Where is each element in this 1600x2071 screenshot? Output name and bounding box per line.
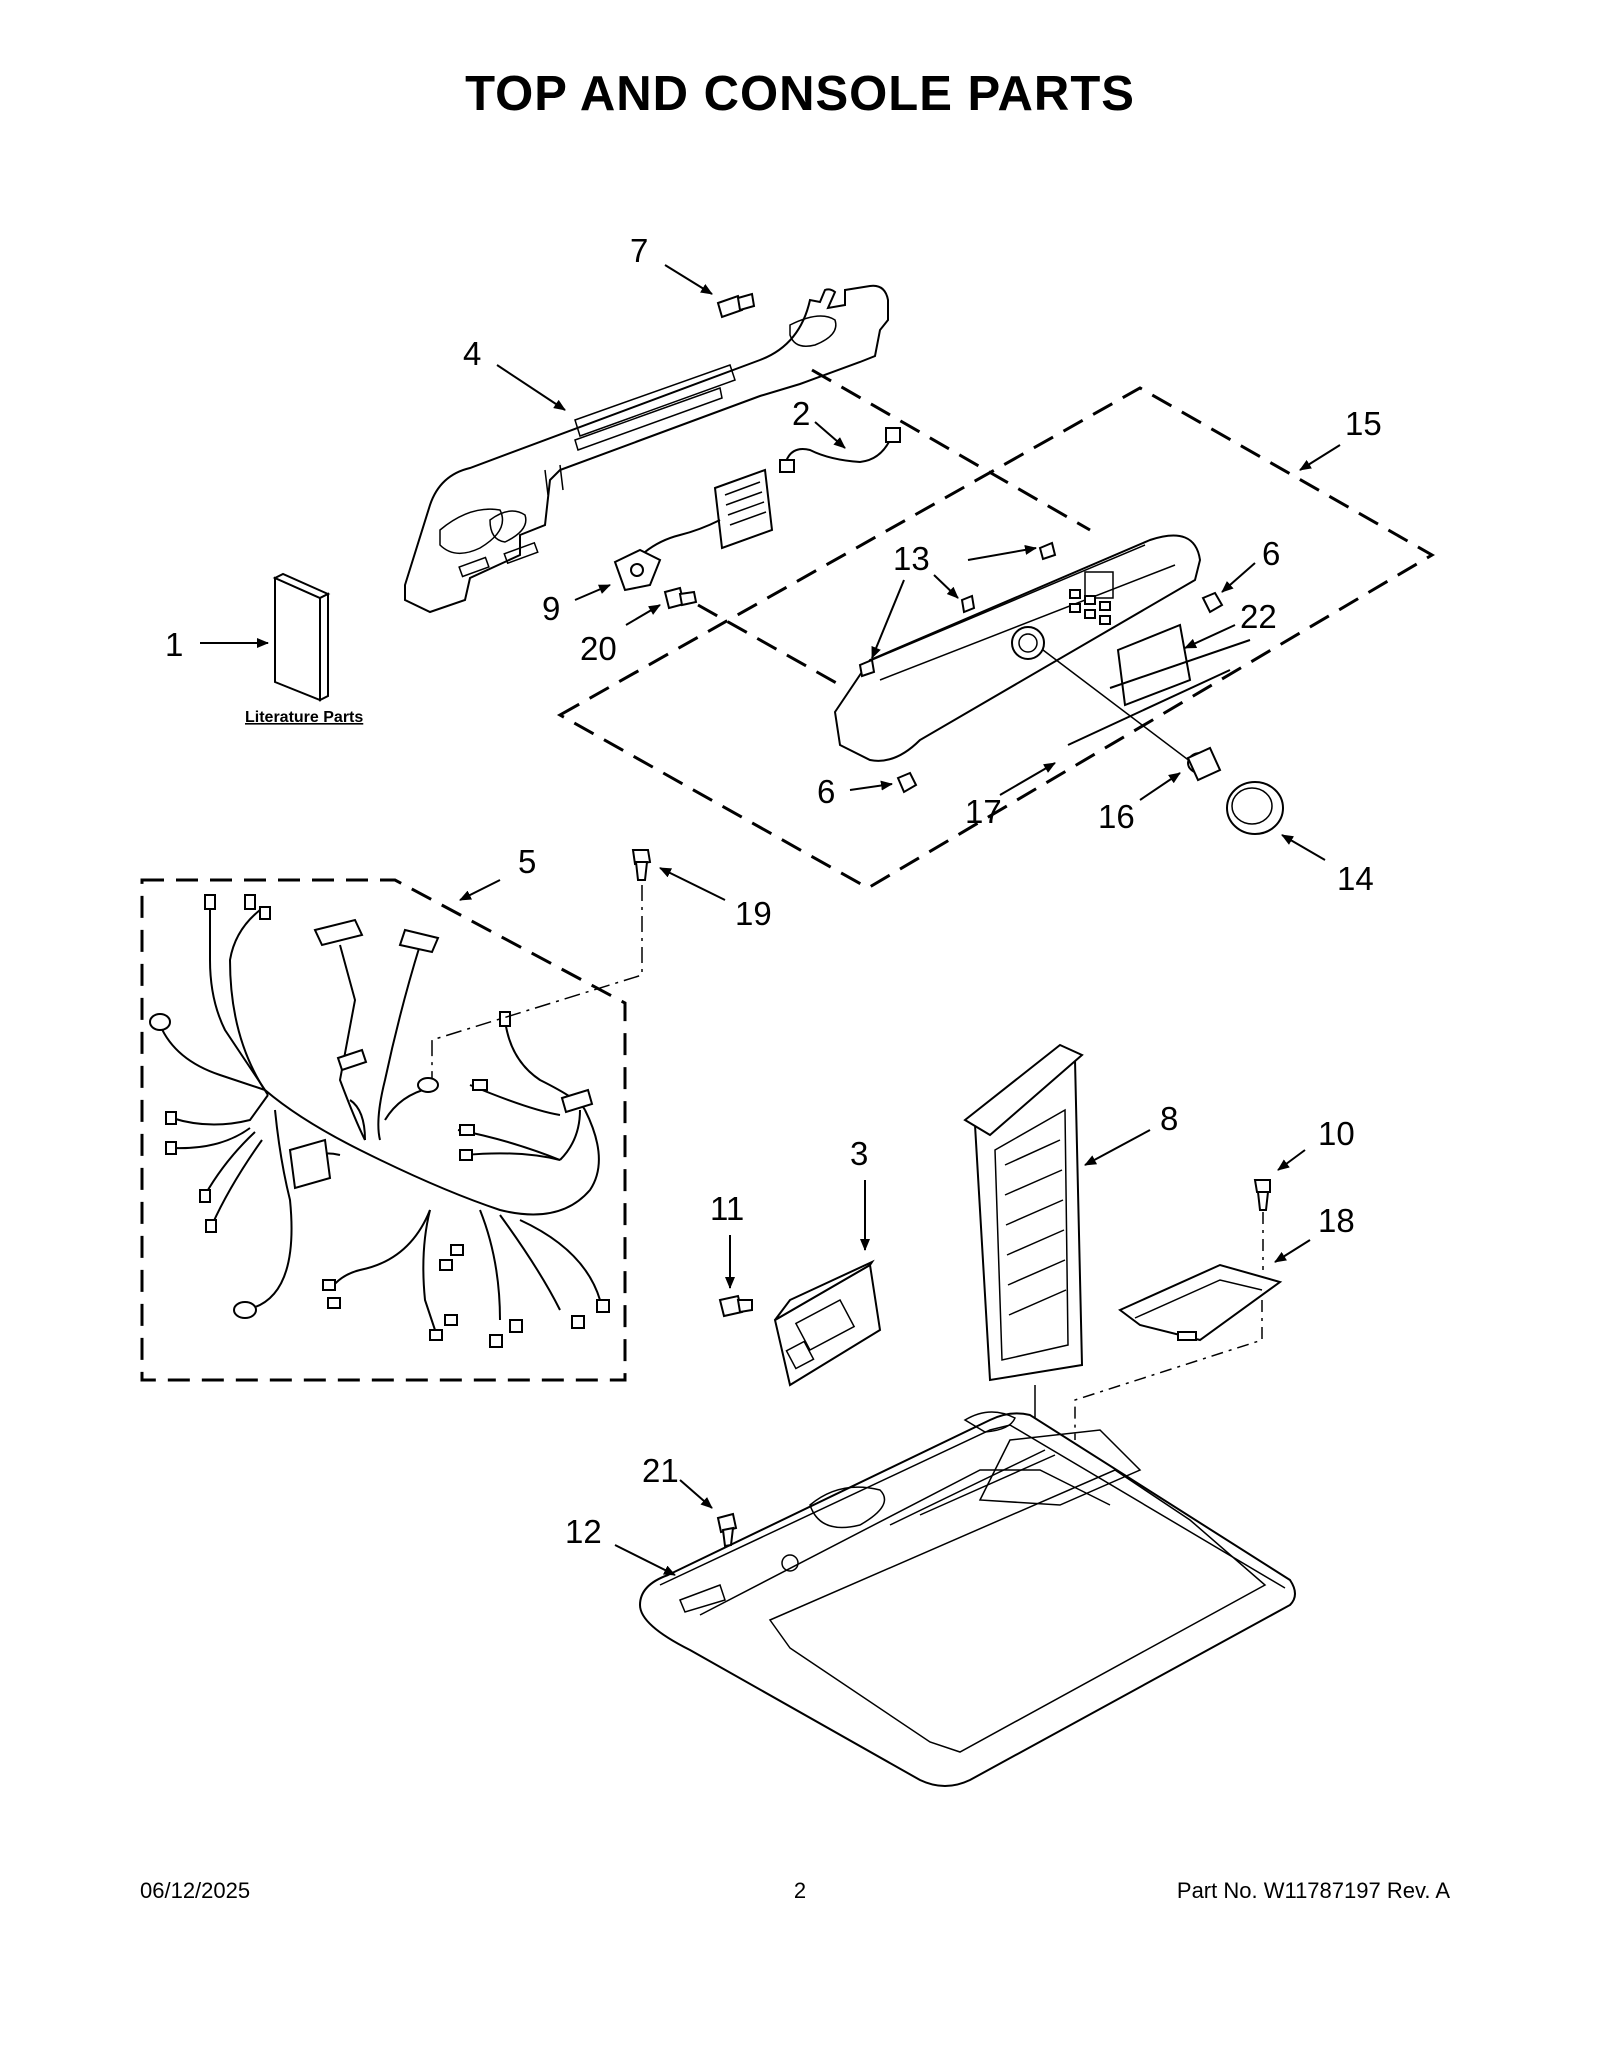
callout-20: 20 (580, 630, 617, 667)
rod-22 (1109, 639, 1251, 689)
arrow-12 (614, 1544, 676, 1576)
arrow-8 (1084, 1129, 1151, 1166)
callout-8: 8 (1160, 1100, 1178, 1137)
callout-19: 19 (735, 895, 772, 932)
arrow-9 (574, 584, 611, 601)
light-pipe-17 (1067, 669, 1231, 746)
arrow-2 (814, 421, 846, 449)
callout-4: 4 (463, 335, 481, 372)
control-board-3 (773, 1259, 882, 1387)
control-buttons (1069, 589, 1111, 625)
screw-19 (631, 849, 652, 881)
clip-6-upper (1201, 591, 1224, 614)
arrow-7 (664, 264, 713, 295)
callout-12: 12 (565, 1513, 602, 1550)
arrow-17 (999, 762, 1056, 796)
callout-7: 7 (630, 232, 648, 269)
harness-outline-5 (140, 878, 627, 1382)
arrow-5 (459, 879, 501, 901)
leader-18 (1074, 1300, 1263, 1440)
arrow-13b (933, 574, 959, 599)
literature-parts-booklet: Literature Parts (245, 572, 363, 726)
leader-19 (431, 885, 643, 1078)
arrow-19 (659, 867, 726, 901)
lint-cover-18 (1118, 1263, 1283, 1342)
callout-21: 21 (642, 1452, 679, 1489)
callout-6-lower: 6 (817, 773, 835, 810)
screw-10 (1253, 1179, 1271, 1211)
footer-part-number: Part No. W11787197 Rev. A (1176, 1878, 1450, 1903)
callout-9: 9 (542, 590, 560, 627)
assembly-outline-15 (556, 386, 1435, 890)
leader-20 (697, 603, 841, 687)
callout-3: 3 (850, 1135, 868, 1172)
console-panel (404, 284, 889, 614)
selector-knob-opening (1011, 626, 1045, 660)
arrow-21 (679, 1479, 713, 1509)
arrow-13c (967, 544, 1037, 561)
wire-harness-2 (779, 427, 901, 473)
footer-page-number: 2 (793, 1878, 807, 1903)
harness-connectors (165, 894, 610, 1348)
callout-15: 15 (1345, 405, 1382, 442)
arrow-18 (1274, 1239, 1311, 1263)
clips-13 (858, 541, 1057, 678)
callout-1: 1 (165, 626, 183, 663)
arrow-6-lower (849, 780, 893, 791)
arrow-4 (496, 364, 566, 411)
callout-13: 13 (893, 540, 930, 577)
arrow-10 (1277, 1149, 1306, 1171)
console-control-panel (833, 534, 1202, 762)
footer-date: 06/12/2025 (140, 1878, 251, 1903)
knob-14 (1226, 781, 1284, 835)
arrow-15 (1299, 444, 1341, 471)
knob-axis-line (1042, 649, 1196, 766)
arrow-16 (1139, 772, 1181, 801)
callout-5: 5 (518, 843, 536, 880)
callout-17: 17 (965, 793, 1002, 830)
lint-screen-8 (963, 1043, 1084, 1382)
callout-6-upper: 6 (1262, 535, 1280, 572)
arrow-13a (871, 579, 905, 659)
callout-10: 10 (1318, 1115, 1355, 1152)
page-title: TOP AND CONSOLE PARTS (465, 67, 1135, 121)
leader-4 (811, 368, 1091, 532)
callout-14: 14 (1337, 860, 1374, 897)
literature-parts-label: Literature Parts (245, 709, 363, 726)
arrow-20 (625, 604, 661, 626)
screw-11 (718, 1294, 753, 1318)
arrow-6-upper (1221, 562, 1256, 593)
screw-20 (663, 586, 698, 610)
knob-shaft-16 (1186, 746, 1222, 782)
screw-21 (716, 1512, 738, 1548)
callout-18: 18 (1318, 1202, 1355, 1239)
callout-22: 22 (1240, 598, 1277, 635)
arrow-14 (1281, 834, 1326, 861)
sensor-harness-9 (613, 468, 774, 592)
callout-2: 2 (792, 395, 810, 432)
harness-ground-rings (149, 1013, 439, 1319)
clip-6-lower (896, 771, 918, 794)
arrow-22 (1184, 624, 1236, 649)
top-panel-12 (638, 1411, 1296, 1787)
main-wire-harness (149, 894, 610, 1348)
screw-7 (716, 292, 756, 319)
callout-16: 16 (1098, 798, 1135, 835)
callout-11: 11 (710, 1190, 744, 1227)
